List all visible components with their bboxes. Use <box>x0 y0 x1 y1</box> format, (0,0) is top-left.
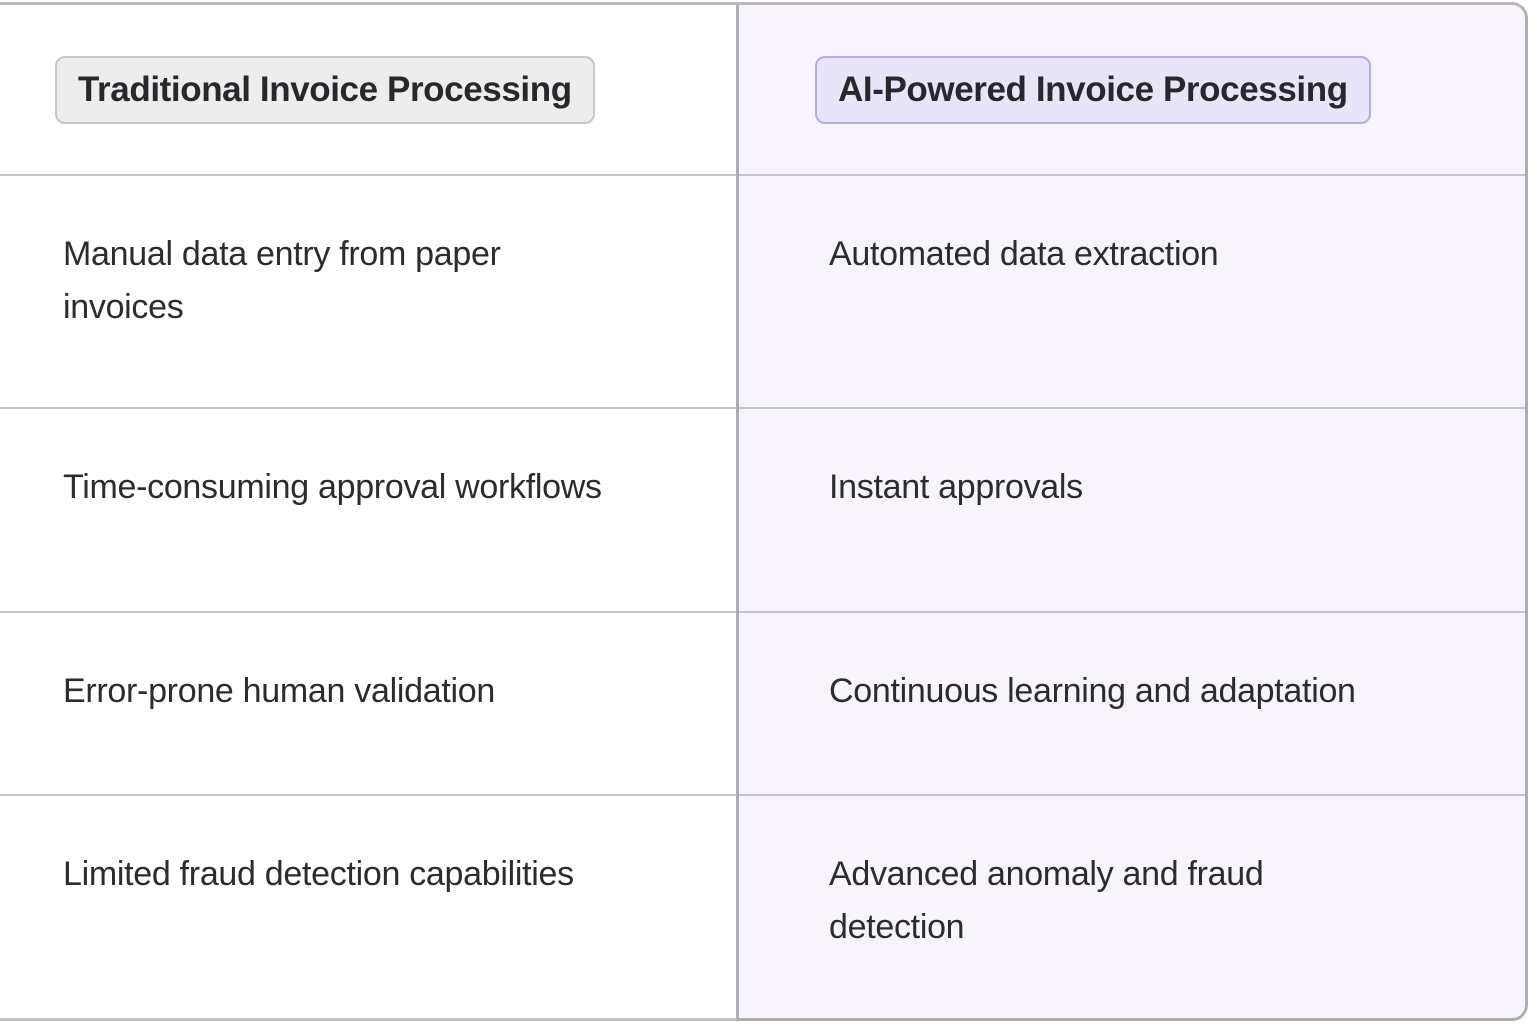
cell-text: Advanced anomaly and fraud detection <box>829 855 1264 946</box>
cell-text: Automated data extraction <box>829 235 1219 273</box>
traditional-header-badge: Traditional Invoice Processing <box>55 55 595 124</box>
ai-header-badge: AI-Powered Invoice Processing <box>815 55 1371 124</box>
cell-text: Limited fraud detection capabilities <box>63 855 574 893</box>
table-header-row: Traditional Invoice Processing AI-Powere… <box>0 5 1528 176</box>
cell-traditional-4: Limited fraud detection capabilities <box>0 796 736 1018</box>
header-cell-ai: AI-Powered Invoice Processing <box>736 5 1528 174</box>
table-row: Limited fraud detection capabilities Adv… <box>0 796 1528 1021</box>
cell-text: Instant approvals <box>829 468 1083 506</box>
cell-text: Error-prone human validation <box>63 672 495 710</box>
cell-traditional-1: Manual data entry from paper invoices <box>0 176 736 407</box>
cell-text: Continuous learning and adaptation <box>829 672 1356 710</box>
table-row: Manual data entry from paper invoices Au… <box>0 176 1528 409</box>
cell-text: Manual data entry from paper invoices <box>63 235 501 326</box>
cell-text: Time-consuming approval workflows <box>63 468 602 506</box>
cell-ai-4: Advanced anomaly and fraud detection <box>736 796 1528 1018</box>
cell-traditional-3: Error-prone human validation <box>0 613 736 794</box>
cell-traditional-2: Time-consuming approval workflows <box>0 409 736 611</box>
cell-ai-3: Continuous learning and adaptation <box>736 613 1528 794</box>
cell-ai-2: Instant approvals <box>736 409 1528 611</box>
cell-ai-1: Automated data extraction <box>736 176 1528 407</box>
table-row: Time-consuming approval workflows Instan… <box>0 409 1528 613</box>
header-cell-traditional: Traditional Invoice Processing <box>0 5 736 174</box>
table-row: Error-prone human validation Continuous … <box>0 613 1528 796</box>
